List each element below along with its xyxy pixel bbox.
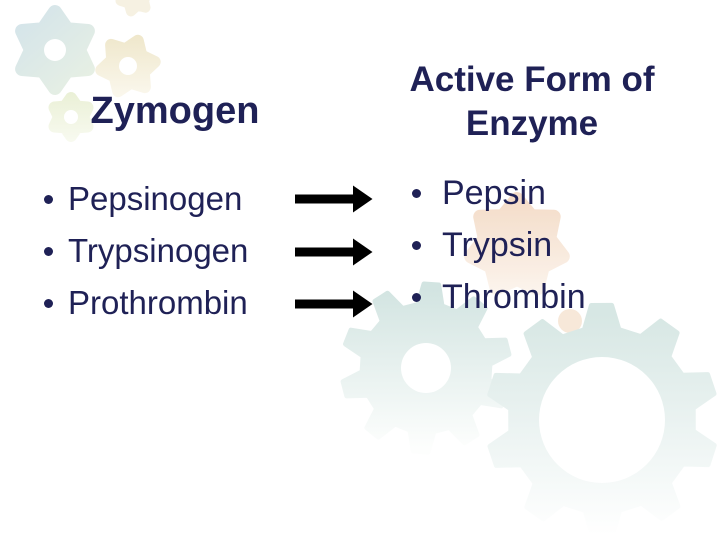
list-item: Pepsin [408,167,586,219]
zymogen-item: Prothrombin [68,284,248,321]
active-enzyme-list: Pepsin Trypsin Thrombin [408,167,586,323]
enzyme-item: Thrombin [442,277,586,316]
list-item: Prothrombin [40,277,248,329]
zymogen-list: Pepsinogen Trypsinogen Prothrombin [40,173,248,329]
enzyme-item: Trypsin [442,225,553,264]
zymogen-item: Trypsinogen [68,232,249,269]
bullet-dot-icon [412,188,421,198]
right-block-arrow-icon [295,290,373,318]
bullet-dot-icon [44,246,53,256]
bullet-dot-icon [44,298,53,308]
zymogen-item: Pepsinogen [68,180,243,217]
list-item: Thrombin [408,271,586,323]
bullet-dot-icon [412,240,421,250]
bullet-dot-icon [44,194,53,204]
right-block-arrow-icon [295,185,373,213]
bullet-dot-icon [412,292,421,302]
right-column-title: Active Form of Enzyme [409,60,655,143]
list-item: Trypsin [408,219,586,271]
list-item: Pepsinogen [40,173,248,225]
list-item: Trypsinogen [40,225,248,277]
right-block-arrow-icon [295,238,373,266]
left-column-title: Zymogen [90,90,260,132]
enzyme-item: Pepsin [442,173,546,212]
